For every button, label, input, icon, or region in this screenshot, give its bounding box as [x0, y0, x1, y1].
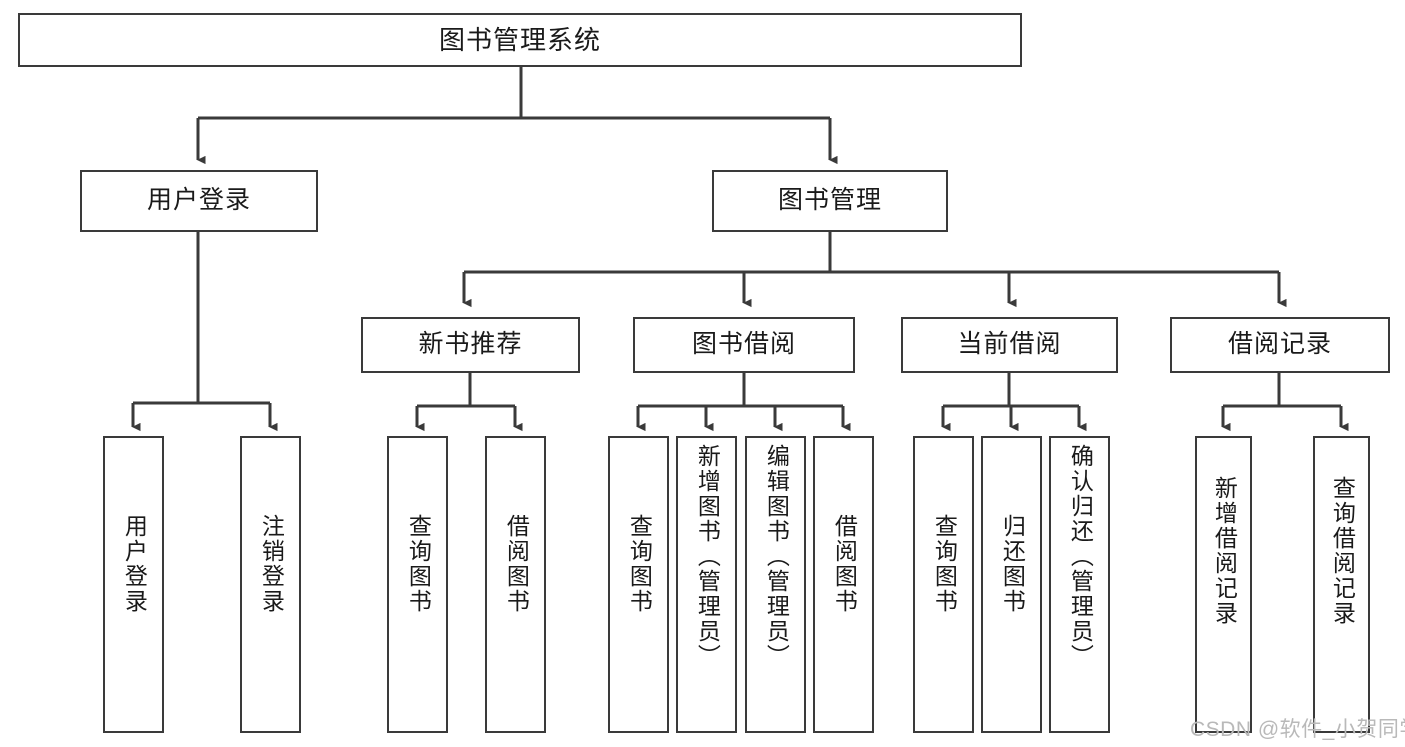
- node-label: 用户登录: [146, 186, 251, 215]
- node-label: 编辑图书（管理员）: [763, 444, 790, 669]
- node-label: 确认归还（管理员）: [1067, 444, 1094, 669]
- leaf-borrow-edit-book-admin[interactable]: 编辑图书（管理员）: [745, 436, 806, 733]
- node-label: 借阅记录: [1227, 330, 1332, 359]
- node-label: 查询图书: [626, 514, 653, 614]
- node-user-login[interactable]: 用户登录: [80, 170, 318, 232]
- node-new-book-recommend[interactable]: 新书推荐: [361, 317, 580, 373]
- leaf-user-login-logout[interactable]: 注销登录: [240, 436, 301, 733]
- node-label: 当前借阅: [957, 330, 1062, 359]
- node-label: 图书管理: [777, 186, 882, 215]
- leaf-borrow-query-book[interactable]: 查询图书: [608, 436, 669, 733]
- node-borrow-record[interactable]: 借阅记录: [1170, 317, 1390, 373]
- node-label: 借阅图书: [831, 514, 858, 614]
- node-label: 图书管理系统: [438, 24, 601, 55]
- leaf-record-add-record[interactable]: 新增借阅记录: [1195, 436, 1252, 733]
- node-current-borrow[interactable]: 当前借阅: [901, 317, 1118, 373]
- node-label: 新增借阅记录: [1211, 476, 1238, 626]
- node-label: 图书借阅: [691, 330, 796, 359]
- leaf-current-query-book[interactable]: 查询图书: [913, 436, 974, 733]
- node-book-borrow[interactable]: 图书借阅: [633, 317, 855, 373]
- node-label: 新增图书（管理员）: [694, 444, 721, 669]
- node-label: 用户登录: [121, 514, 148, 614]
- leaf-recommend-borrow-book[interactable]: 借阅图书: [485, 436, 546, 733]
- leaf-user-login-login[interactable]: 用户登录: [103, 436, 164, 733]
- node-label: 查询图书: [405, 514, 432, 614]
- leaf-borrow-borrow-book[interactable]: 借阅图书: [813, 436, 874, 733]
- node-book-management[interactable]: 图书管理: [712, 170, 948, 232]
- leaf-record-query-record[interactable]: 查询借阅记录: [1313, 436, 1370, 733]
- node-label: 新书推荐: [418, 330, 523, 359]
- node-label: 归还图书: [999, 514, 1026, 614]
- node-label: 借阅图书: [503, 514, 530, 614]
- node-label: 查询图书: [931, 514, 958, 614]
- leaf-recommend-query-book[interactable]: 查询图书: [387, 436, 448, 733]
- node-label: 注销登录: [258, 514, 285, 614]
- node-label: 查询借阅记录: [1329, 476, 1356, 626]
- leaf-borrow-add-book-admin[interactable]: 新增图书（管理员）: [676, 436, 737, 733]
- leaf-current-confirm-return-admin[interactable]: 确认归还（管理员）: [1049, 436, 1110, 733]
- leaf-current-return-book[interactable]: 归还图书: [981, 436, 1042, 733]
- node-root-system[interactable]: 图书管理系统: [18, 13, 1022, 67]
